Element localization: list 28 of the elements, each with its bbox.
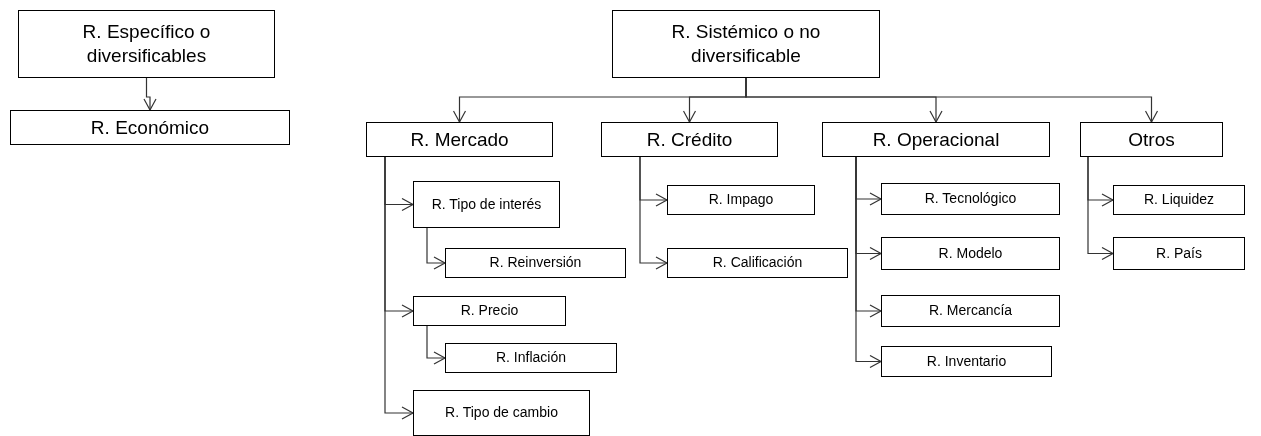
connector-arrow [426, 325, 446, 365]
node-box: R. Calificación [667, 248, 848, 278]
node-box: R. Mercancía [881, 295, 1060, 327]
node-box: R. Inventario [881, 346, 1052, 377]
node-box: R. País [1113, 237, 1245, 270]
connector-arrow [426, 227, 446, 270]
node-box: R. Tipo de cambio [413, 390, 590, 436]
node-box: R. Operacional [822, 122, 1050, 157]
node-box: R. Precio [413, 296, 566, 326]
node-box: R. Económico [10, 110, 290, 145]
connector-arrow [639, 156, 668, 270]
connector-arrow [745, 77, 1159, 123]
node-box: R. Tipo de interés [413, 181, 560, 228]
node-box: R. Modelo [881, 237, 1060, 270]
node-box: R. Sistémico o no diversificable [612, 10, 880, 78]
node-box: R. Crédito [601, 122, 778, 157]
node-box: R. Tecnológico [881, 183, 1060, 215]
node-box: R. Inflación [445, 343, 617, 373]
connector-arrow [855, 156, 882, 369]
node-box: R. Impago [667, 185, 815, 215]
node-box: R. Reinversión [445, 248, 626, 278]
node-box: Otros [1080, 122, 1223, 157]
connector-arrow [384, 156, 414, 420]
node-box: R. Específico o diversificables [18, 10, 275, 78]
connector-arrow [143, 77, 157, 111]
connector-arrow [1087, 156, 1114, 261]
node-box: R. Mercado [366, 122, 553, 157]
node-box: R. Liquidez [1113, 185, 1245, 215]
